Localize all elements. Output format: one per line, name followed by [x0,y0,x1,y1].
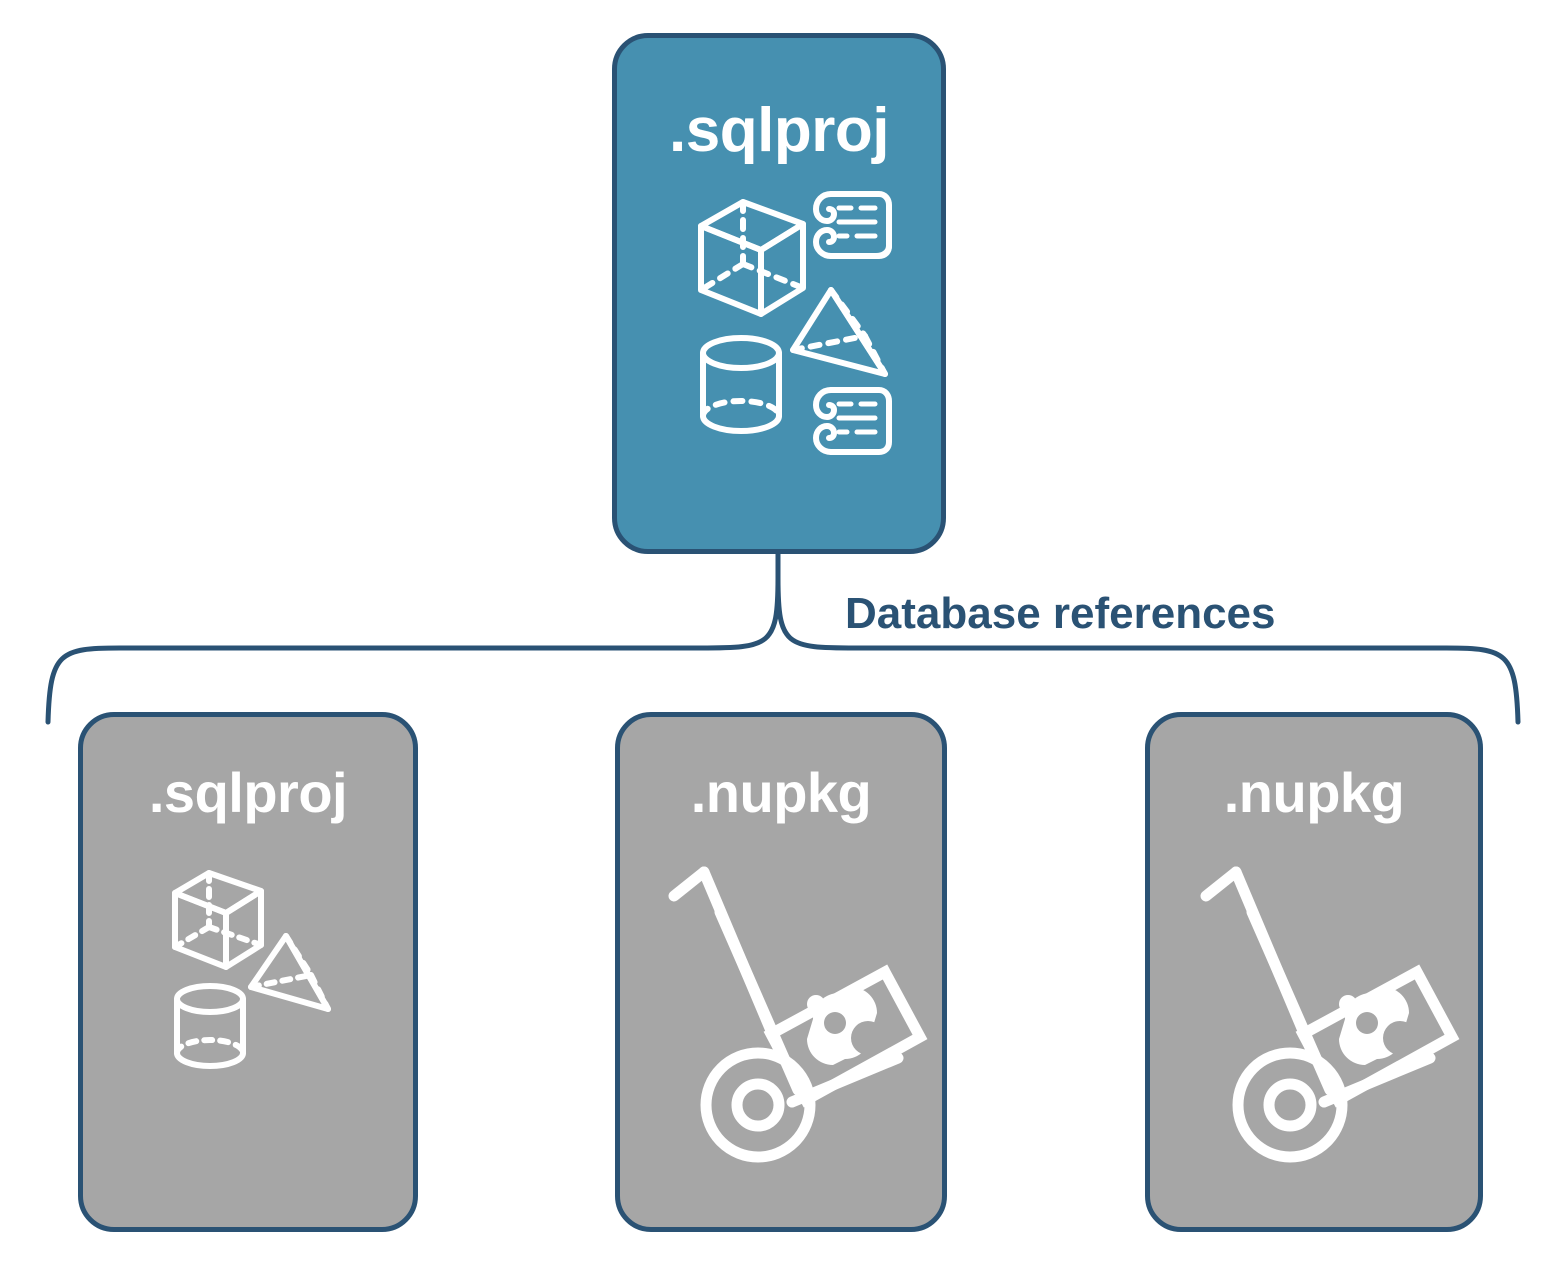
cube-icon [172,870,264,970]
scroll-icon [813,191,892,259]
nuget-logo-cutouts [824,1012,885,1055]
hand-truck-wheel-icon [700,1047,816,1163]
reference-node-icon-group [668,866,928,1163]
cube-icon [698,199,806,317]
root-node-label: .sqlproj [669,96,889,165]
cylinder-icon [700,335,782,434]
nuget-package-icon [763,964,928,1108]
reference-node-nupkg-1[interactable]: .nupkg [615,712,947,1232]
root-node-sqlproj[interactable]: .sqlproj [612,33,946,554]
brace-right-arm [775,575,1521,725]
reference-node-label: .sqlproj [148,761,348,824]
pyramid-icon [248,933,331,1012]
reference-node-icon-group [1200,866,1460,1163]
nuget-logo-cutouts [1356,1012,1417,1055]
scroll-icon [813,387,892,455]
pyramid-icon [790,287,888,377]
cylinder-icon [174,983,246,1069]
reference-node-icon-group [172,870,331,1069]
reference-node-sqlproj[interactable]: .sqlproj [78,712,418,1232]
hand-truck-wheel-icon [1232,1047,1348,1163]
reference-node-nupkg-2[interactable]: .nupkg [1145,712,1483,1232]
reference-node-label: .nupkg [690,761,872,824]
brace-left-arm [45,575,781,725]
reference-node-label: .nupkg [1223,761,1405,824]
root-node-icon-group [698,191,892,455]
nuget-package-icon [1295,964,1460,1108]
connector-label: Database references [845,589,1276,638]
